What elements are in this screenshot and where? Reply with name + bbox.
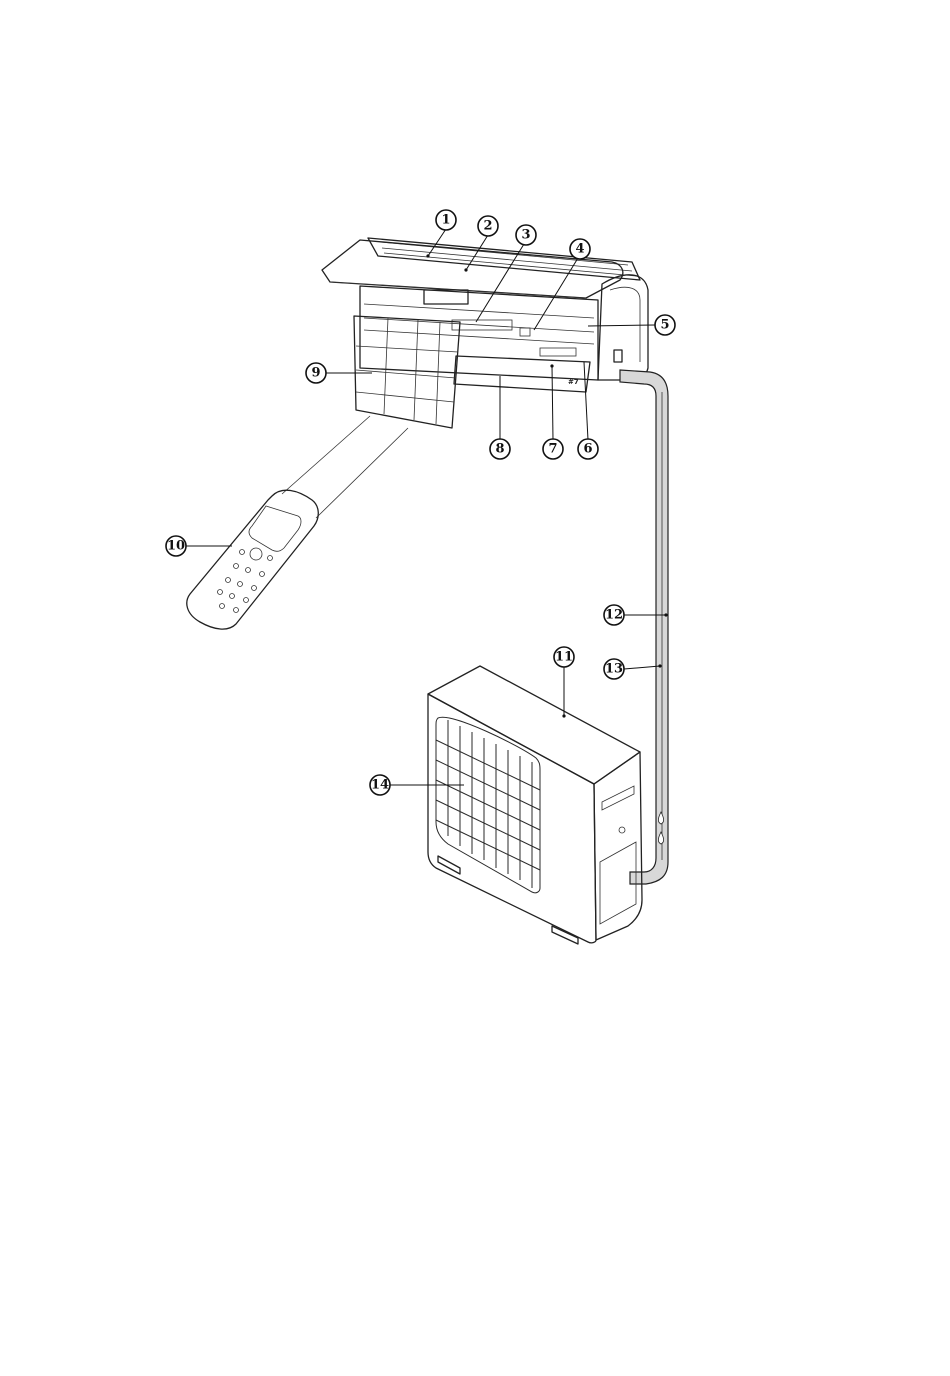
- callout-12-label: 12: [605, 608, 623, 623]
- remote-control: [187, 416, 408, 629]
- refrigerant-pipe: [620, 370, 668, 884]
- callout-6-label: 6: [583, 442, 592, 457]
- indoor-unit: #7: [322, 238, 648, 392]
- callout-12: 12: [604, 605, 624, 625]
- callout-9-label: 9: [311, 366, 320, 381]
- callouts: 1 2 3 4 5 6: [166, 210, 675, 795]
- callout-5-label: 5: [660, 318, 669, 333]
- callout-8-label: 8: [495, 442, 504, 457]
- callout-3-label: 3: [521, 228, 530, 243]
- callout-5: 5: [655, 315, 675, 335]
- callout-4: 4: [570, 239, 590, 259]
- callout-1-label: 1: [441, 213, 450, 228]
- callout-14-label: 14: [371, 778, 389, 793]
- svg-text:#7: #7: [568, 378, 579, 386]
- callout-13: 13: [604, 659, 624, 679]
- callout-1: 1: [436, 210, 456, 230]
- callout-2: 2: [478, 216, 498, 236]
- callout-2-label: 2: [483, 219, 492, 234]
- callout-7: 7: [543, 439, 563, 459]
- outdoor-unit: [428, 666, 642, 944]
- callout-6: 6: [578, 439, 598, 459]
- callout-11: 11: [554, 647, 574, 667]
- callout-10: 10: [166, 536, 186, 556]
- callout-13-label: 13: [605, 662, 623, 677]
- callout-4-label: 4: [575, 242, 584, 257]
- callout-11-label: 11: [555, 650, 573, 665]
- callout-3: 3: [516, 225, 536, 245]
- callout-9: 9: [306, 363, 326, 383]
- callout-8: 8: [490, 439, 510, 459]
- callout-10-label: 10: [167, 539, 185, 554]
- callout-14: 14: [370, 775, 390, 795]
- callout-7-label: 7: [548, 442, 557, 457]
